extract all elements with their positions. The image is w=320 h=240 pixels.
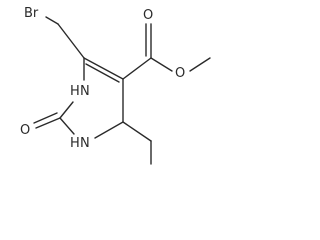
bond-n1-c2 xyxy=(59,101,74,119)
bond-lines xyxy=(33,16,211,165)
bond-ch2-c6 xyxy=(57,23,85,59)
atom-label-ester-carbonyl-oxygen: O xyxy=(143,8,153,23)
bond-c2-o-a xyxy=(35,117,61,129)
atom-label-nh-upper-h: H xyxy=(70,84,80,99)
bond-c2-o-b xyxy=(33,112,58,124)
bond-ester-c-oalkoxy xyxy=(150,57,173,72)
atom-labels: Br H N H N O O O xyxy=(20,6,185,151)
bond-c5-ester-c xyxy=(122,57,152,80)
atom-label-bromine: Br xyxy=(24,6,39,21)
bond-c6-c5-b xyxy=(85,63,120,83)
bond-oalkoxy-ch3 xyxy=(189,57,211,72)
bond-n3-c4 xyxy=(94,121,124,139)
atom-label-nitrogen-upper: H N xyxy=(70,84,90,99)
atom-label-ring-carbonyl-oxygen: O xyxy=(20,123,30,138)
bond-c2-n3 xyxy=(59,117,75,135)
atom-label-nh-upper-n: N xyxy=(80,84,90,99)
atom-label-ester-alkoxy-oxygen: O xyxy=(175,66,185,81)
atom-label-nh-lower-n: N xyxy=(80,136,90,151)
bond-c4-ethyl xyxy=(122,121,152,142)
bond-c6-c5-a xyxy=(83,57,124,80)
chemical-structure-diagram: Br H N H N O O O xyxy=(20,6,211,165)
atom-label-nitrogen-lower: H N xyxy=(70,136,90,151)
atom-label-nh-lower-h: H xyxy=(70,136,80,151)
bond-br-ch2 xyxy=(45,16,59,25)
